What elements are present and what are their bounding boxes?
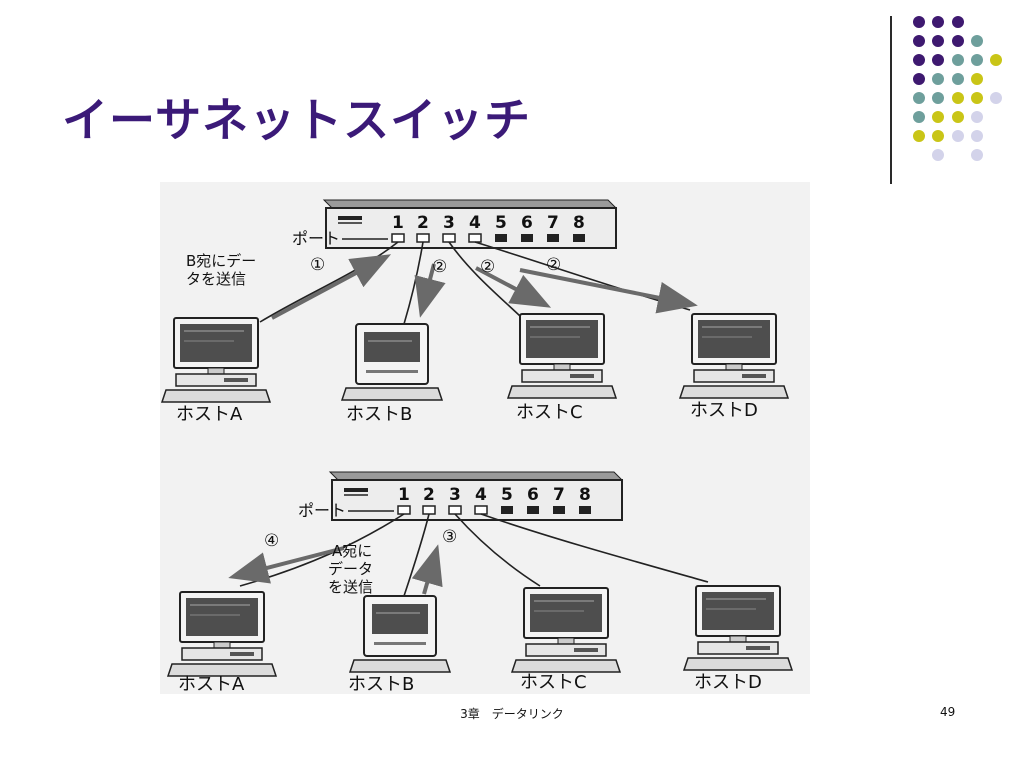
host-label: ホストA xyxy=(176,404,243,425)
host-labels-bottom: ホストA ホストB ホストC ホストD xyxy=(178,672,762,695)
arrow xyxy=(228,546,345,584)
arrow xyxy=(519,268,698,314)
port-number: 8 xyxy=(573,213,585,233)
ports-bottom xyxy=(397,505,591,515)
port-jack xyxy=(397,505,411,515)
note-line: データ xyxy=(328,560,373,578)
port-number: 1 xyxy=(398,485,410,505)
cable xyxy=(474,241,691,311)
cable xyxy=(454,513,541,587)
port-number: 3 xyxy=(443,213,455,233)
computer-icon xyxy=(161,317,271,403)
step-label: ④ xyxy=(264,531,279,551)
cable xyxy=(480,513,709,583)
port-number: 5 xyxy=(495,213,507,233)
note-line: タを送信 xyxy=(186,270,246,288)
arrows-bottom xyxy=(228,544,443,595)
decorative-dot-grid xyxy=(913,16,1002,161)
port-number: 6 xyxy=(521,213,533,233)
host-label: ホストB xyxy=(348,674,414,694)
arrow xyxy=(411,544,443,595)
port-jack xyxy=(448,505,462,515)
port-number: 5 xyxy=(501,485,513,505)
port-numbers-bottom: 1 2 3 4 5 6 7 8 xyxy=(398,485,591,505)
port-number: 2 xyxy=(423,485,435,505)
port-jack xyxy=(547,234,559,242)
note-line: B宛にデー xyxy=(186,252,256,270)
note-bottom: A宛に データ を送信 xyxy=(328,542,373,596)
port-jack xyxy=(442,233,456,243)
arrow xyxy=(271,254,392,320)
step-labels-bottom: ④ ③ xyxy=(264,527,457,551)
top-scenario: 1 2 3 4 5 6 7 8 ポート B宛にデー タを送信 xyxy=(161,199,789,425)
port-jack xyxy=(521,234,533,242)
arrows-top xyxy=(271,254,698,320)
arrow xyxy=(414,263,446,318)
host-labels-top: ホストA ホストB ホストC ホストD xyxy=(176,400,758,425)
computer-icon xyxy=(683,585,793,671)
computer-icon xyxy=(507,313,617,399)
note-line: A宛に xyxy=(332,542,372,560)
cable xyxy=(259,241,399,323)
computer-icon xyxy=(341,323,443,401)
page-number: 49 xyxy=(940,705,956,719)
step-label: ① xyxy=(310,255,325,275)
port-jack xyxy=(391,233,405,243)
port-number: 2 xyxy=(417,213,429,233)
host-label: ホストD xyxy=(690,400,758,421)
dot-cluster xyxy=(913,16,1002,161)
port-jack xyxy=(422,505,436,515)
port-jack xyxy=(579,506,591,514)
port-number: 8 xyxy=(579,485,591,505)
footer-chapter: 3章 データリンク xyxy=(460,707,564,721)
host-label: ホストD xyxy=(694,672,762,693)
port-number: 4 xyxy=(475,485,487,505)
step-label: ② xyxy=(432,257,447,277)
ports-top xyxy=(391,233,585,243)
slide-title: イーサネットスイッチ xyxy=(62,93,532,147)
port-jack xyxy=(527,506,539,514)
port-jack xyxy=(468,233,482,243)
step-labels-top: ① ② ② ② xyxy=(310,255,561,277)
port-number: 1 xyxy=(392,213,404,233)
step-label: ② xyxy=(546,255,561,275)
switch-diagram-svg: 1 2 3 4 5 6 7 8 ポート B宛にデー タを送信 xyxy=(161,199,793,695)
port-label: ポート xyxy=(292,229,340,248)
cable xyxy=(403,241,424,325)
bottom-scenario: 1 2 3 4 5 6 7 8 ポート xyxy=(167,471,793,695)
port-number: 4 xyxy=(469,213,481,233)
step-label: ③ xyxy=(442,527,457,547)
port-number: 7 xyxy=(553,485,565,505)
port-number: 3 xyxy=(449,485,461,505)
computer-icon xyxy=(167,591,277,677)
switch-diagram: 1 2 3 4 5 6 7 8 ポート B宛にデー タを送信 xyxy=(160,182,810,695)
port-jack xyxy=(573,234,585,242)
step-label: ② xyxy=(480,257,495,277)
port-label: ポート xyxy=(298,501,346,520)
port-jack xyxy=(553,506,565,514)
computer-icon xyxy=(511,587,621,673)
port-jack xyxy=(495,234,507,242)
host-label: ホストB xyxy=(346,404,412,425)
host-label: ホストA xyxy=(178,674,245,694)
vertical-divider xyxy=(890,16,892,184)
note-line: を送信 xyxy=(328,578,373,596)
host-label: ホストC xyxy=(520,672,587,693)
port-number: 7 xyxy=(547,213,559,233)
port-jack xyxy=(416,233,430,243)
port-jack xyxy=(474,505,488,515)
computer-icon xyxy=(679,313,789,399)
computer-icon xyxy=(349,595,451,673)
host-label: ホストC xyxy=(516,402,583,423)
port-number: 6 xyxy=(527,485,539,505)
port-jack xyxy=(501,506,513,514)
cable xyxy=(448,241,521,317)
arrow xyxy=(475,266,552,308)
port-numbers-top: 1 2 3 4 5 6 7 8 xyxy=(392,213,585,233)
